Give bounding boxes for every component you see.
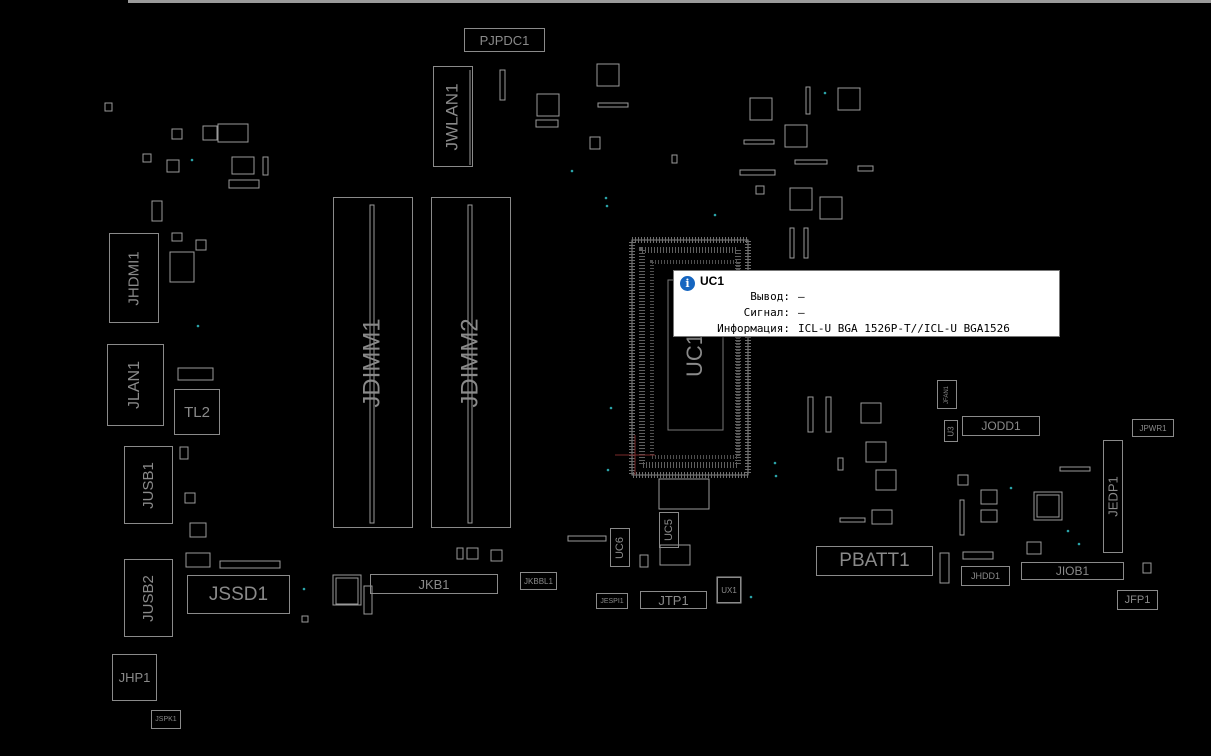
chip-uc6[interactable]: UC6 xyxy=(610,528,630,567)
connector-pjpdc1[interactable]: PJPDC1 xyxy=(464,28,545,52)
label-jedp1: JEDP1 xyxy=(1105,476,1121,517)
connector-jespi1[interactable]: JESPI1 xyxy=(596,593,628,609)
connector-jodd1[interactable]: JODD1 xyxy=(962,416,1040,436)
label-jssd1: JSSD1 xyxy=(208,583,269,605)
label-jpwr1: JPWR1 xyxy=(1139,423,1167,433)
label-ux1: UX1 xyxy=(721,585,737,595)
label-jusb1: JUSB1 xyxy=(140,461,157,509)
connector-jhp1[interactable]: JHP1 xyxy=(112,654,157,701)
connector-jwlan1[interactable]: JWLAN1 xyxy=(433,66,473,167)
label-jlan1: JLAN1 xyxy=(126,360,144,410)
label-jtp1: JTP1 xyxy=(658,592,689,608)
connector-jlan1[interactable]: JLAN1 xyxy=(107,344,164,426)
connector-jkbbl1[interactable]: JKBBL1 xyxy=(520,572,557,590)
tooltip-row-signal: Сигнал: – xyxy=(674,306,1061,320)
slot-jdimm2[interactable]: JDIMM2 xyxy=(431,197,511,528)
label-jodd1: JODD1 xyxy=(981,419,1021,433)
label-u3: U3 xyxy=(946,425,956,437)
label-tl2: TL2 xyxy=(184,403,210,421)
label-pbatt1: PBATT1 xyxy=(839,550,910,571)
label-uc6: UC6 xyxy=(614,536,627,559)
label-jespi1: JESPI1 xyxy=(600,597,624,605)
top-scroll-edge xyxy=(128,0,1211,3)
tooltip-key: Сигнал: xyxy=(743,306,790,319)
label-jiob1: JIOB1 xyxy=(1055,564,1090,578)
label-jkb1: JKB1 xyxy=(418,576,450,592)
chip-u3[interactable]: U3 xyxy=(944,420,958,442)
chip-uc5[interactable]: UC5 xyxy=(659,512,679,548)
tooltip-key: Вывод: xyxy=(750,290,790,303)
label-uc1: UC1 xyxy=(682,332,708,378)
label-jdimm2: JDIMM2 xyxy=(457,317,484,408)
label-jspk1: JSPK1 xyxy=(155,716,177,723)
connector-jpwr1[interactable]: JPWR1 xyxy=(1132,419,1174,437)
slot-jdimm1[interactable]: JDIMM1 xyxy=(333,197,413,528)
tooltip-title: UC1 xyxy=(700,274,725,288)
label-pjpdc1: PJPDC1 xyxy=(479,32,530,48)
label-jfp1: JFP1 xyxy=(1124,594,1151,606)
connector-jtp1[interactable]: JTP1 xyxy=(640,591,707,609)
connector-jhdmi1[interactable]: JHDMI1 xyxy=(109,233,159,323)
connector-jusb2[interactable]: JUSB2 xyxy=(124,559,173,637)
label-jfan1: JFAN1 xyxy=(944,385,951,404)
label-jhp1: JHP1 xyxy=(118,670,151,685)
connector-jfp1[interactable]: JFP1 xyxy=(1117,590,1158,610)
tooltip-row-pin: Вывод: – xyxy=(674,290,1061,304)
label-jwlan1: JWLAN1 xyxy=(443,82,463,151)
connector-jedp1[interactable]: JEDP1 xyxy=(1103,440,1123,553)
component-info-tooltip: i UC1 Вывод: – Сигнал: – Информация: ICL… xyxy=(673,270,1060,337)
label-uc5: UC5 xyxy=(663,518,676,542)
connector-jfan1[interactable]: JFAN1 xyxy=(937,380,957,409)
label-jusb2: JUSB2 xyxy=(140,574,157,622)
connector-jkb1[interactable]: JKB1 xyxy=(370,574,498,594)
label-jhdmi1: JHDMI1 xyxy=(125,250,143,306)
tooltip-value: ICL-U BGA 1526P-T//ICL-U BGA1526 xyxy=(798,322,1010,335)
label-jkbbl1: JKBBL1 xyxy=(524,576,553,586)
label-jhdd1: JHDD1 xyxy=(970,571,1000,581)
connector-jspk1[interactable]: JSPK1 xyxy=(151,710,181,729)
chip-ux1[interactable]: UX1 xyxy=(717,577,741,603)
connector-jhdd1[interactable]: JHDD1 xyxy=(961,566,1010,586)
tooltip-row-info: Информация: ICL-U BGA 1526P-T//ICL-U BGA… xyxy=(674,322,1061,336)
tooltip-value: – xyxy=(798,290,805,303)
connector-jssd1[interactable]: JSSD1 xyxy=(187,575,290,614)
connector-jusb1[interactable]: JUSB1 xyxy=(124,446,173,524)
component-tl2[interactable]: TL2 xyxy=(174,389,220,435)
connector-jiob1[interactable]: JIOB1 xyxy=(1021,562,1124,580)
label-jdimm1: JDIMM1 xyxy=(359,317,386,408)
connector-pbatt1[interactable]: PBATT1 xyxy=(816,546,933,576)
tooltip-value: – xyxy=(798,306,805,319)
tooltip-key: Информация: xyxy=(717,322,790,335)
info-icon: i xyxy=(680,276,695,291)
